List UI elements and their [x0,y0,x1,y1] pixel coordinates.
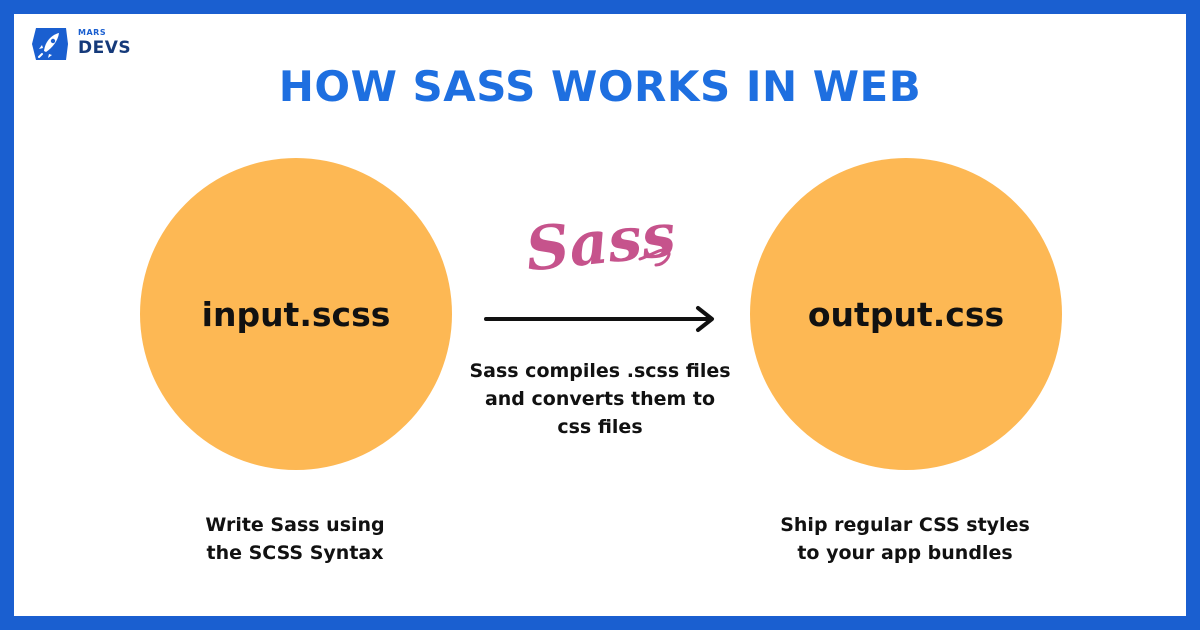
logo-devs-text: DEVS [78,38,132,58]
output-caption-line: Ship regular CSS styles [780,514,1030,536]
process-caption-line: and converts them to [484,388,716,410]
diagram-title: HOW SASS WORKS IN WEB [278,62,922,111]
process-arrow [484,306,714,332]
input-node-circle: input.scss [140,158,452,470]
output-caption-line: to your app bundles [797,542,1013,564]
input-node-label: input.scss [201,294,391,334]
mars-devs-logo: MARS DEVS [30,24,160,64]
process-caption: Sass compiles .scss files and converts t… [450,357,750,441]
rocket-icon [32,28,68,60]
output-caption: Ship regular CSS styles to your app bund… [760,511,1050,567]
input-caption-line: the SCSS Syntax [206,542,384,564]
input-caption-line: Write Sass using [205,514,385,536]
input-caption: Write Sass using the SCSS Syntax [170,511,420,567]
sass-logo-text: Sass [523,200,679,285]
logo-mars-text: MARS [78,28,107,37]
output-node-circle: output.css [750,158,1062,470]
sass-logo: Sass [523,200,679,285]
output-node-label: output.css [807,294,1005,334]
process-caption-line: Sass compiles .scss files [469,360,731,382]
process-caption-line: css files [557,416,643,438]
